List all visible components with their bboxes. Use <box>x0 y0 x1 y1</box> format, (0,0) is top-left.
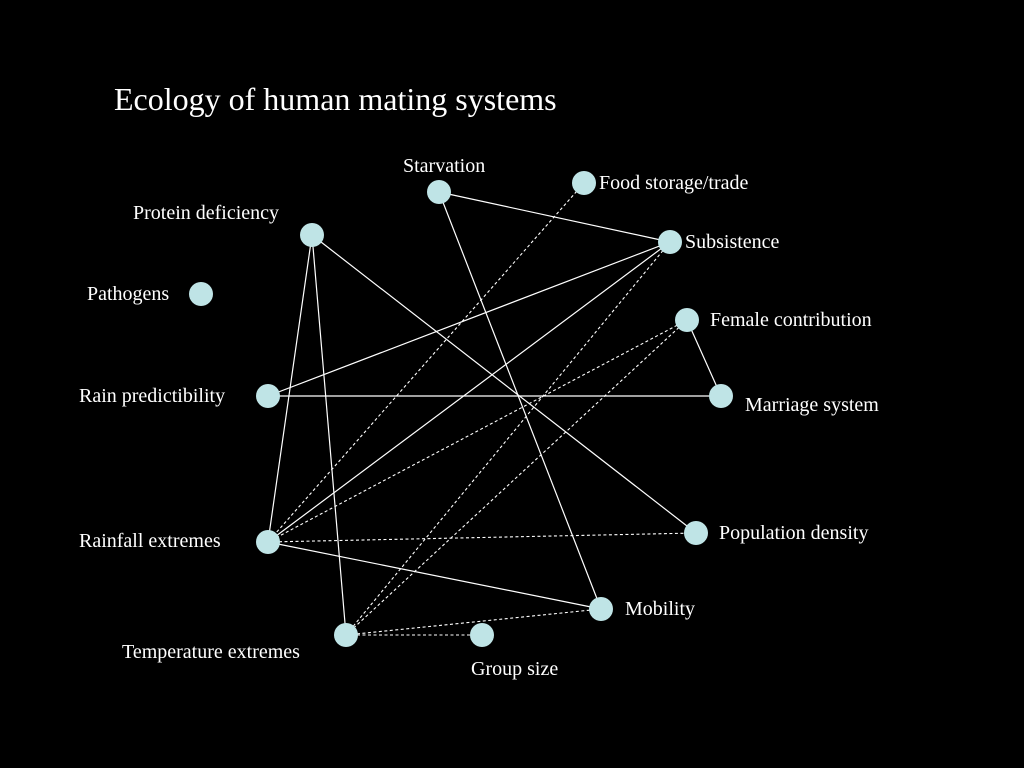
edge-female-contribution-to-temperature-extremes <box>345 319 688 636</box>
edge-subsistence-to-rainfall-extremes <box>267 241 671 543</box>
node-protein-deficiency: Protein deficiency <box>133 202 324 247</box>
node-label-mobility: Mobility <box>625 598 695 620</box>
node-dot-pathogens <box>189 282 213 306</box>
node-mobility: Mobility <box>589 597 695 621</box>
node-food-storage: Food storage/trade <box>572 171 749 195</box>
node-label-rain-predictibility: Rain predictibility <box>79 385 225 407</box>
node-subsistence: Subsistence <box>658 230 780 254</box>
node-label-protein-deficiency: Protein deficiency <box>133 202 279 224</box>
node-female-contribution: Female contribution <box>675 308 872 332</box>
edge-starvation-to-mobility <box>438 191 602 610</box>
node-pathogens: Pathogens <box>87 282 213 306</box>
node-label-food-storage: Food storage/trade <box>599 172 749 194</box>
node-dot-female-contribution <box>675 308 699 332</box>
node-label-marriage-system: Marriage system <box>745 394 879 416</box>
node-rainfall-extremes: Rainfall extremes <box>79 530 280 554</box>
edge-food-storage-to-rainfall-extremes <box>267 182 585 543</box>
node-label-subsistence: Subsistence <box>685 231 780 253</box>
node-label-pathogens: Pathogens <box>87 283 169 305</box>
node-label-population-density: Population density <box>719 522 868 544</box>
node-label-female-contribution: Female contribution <box>710 309 872 331</box>
node-marriage-system: Marriage system <box>709 384 879 416</box>
edge-female-contribution-to-marriage-system <box>686 319 722 397</box>
node-dot-rainfall-extremes <box>256 530 280 554</box>
slide-title: Ecology of human mating systems <box>114 81 557 117</box>
node-label-group-size: Group size <box>471 658 558 680</box>
node-dot-temperature-extremes <box>334 623 358 647</box>
node-label-temperature-extremes: Temperature extremes <box>122 641 300 663</box>
node-dot-subsistence <box>658 230 682 254</box>
edge-female-contribution-to-rainfall-extremes <box>267 319 688 543</box>
node-group-size: Group size <box>470 623 558 680</box>
node-dot-protein-deficiency <box>300 223 324 247</box>
edge-protein-deficiency-to-population-density <box>311 234 697 534</box>
edge-protein-deficiency-to-rainfall-extremes <box>267 234 313 543</box>
node-label-starvation: Starvation <box>403 155 485 177</box>
edge-protein-deficiency-to-temperature-extremes <box>311 234 347 636</box>
edge-rainfall-extremes-to-mobility <box>267 541 602 610</box>
edge-subsistence-to-temperature-extremes <box>345 241 671 636</box>
node-rain-predictibility: Rain predictibility <box>79 384 280 408</box>
edge-temperature-extremes-to-mobility <box>345 608 602 636</box>
node-starvation: Starvation <box>403 155 485 204</box>
edges-layer <box>267 182 722 636</box>
edge-subsistence-to-rain-predictibility <box>267 241 671 397</box>
node-dot-population-density <box>684 521 708 545</box>
edge-rainfall-extremes-to-population-density <box>267 532 697 543</box>
node-temperature-extremes: Temperature extremes <box>122 623 358 663</box>
node-population-density: Population density <box>684 521 868 545</box>
node-dot-food-storage <box>572 171 596 195</box>
node-dot-starvation <box>427 180 451 204</box>
node-dot-marriage-system <box>709 384 733 408</box>
node-dot-rain-predictibility <box>256 384 280 408</box>
node-dot-group-size <box>470 623 494 647</box>
node-label-rainfall-extremes: Rainfall extremes <box>79 530 221 552</box>
node-dot-mobility <box>589 597 613 621</box>
